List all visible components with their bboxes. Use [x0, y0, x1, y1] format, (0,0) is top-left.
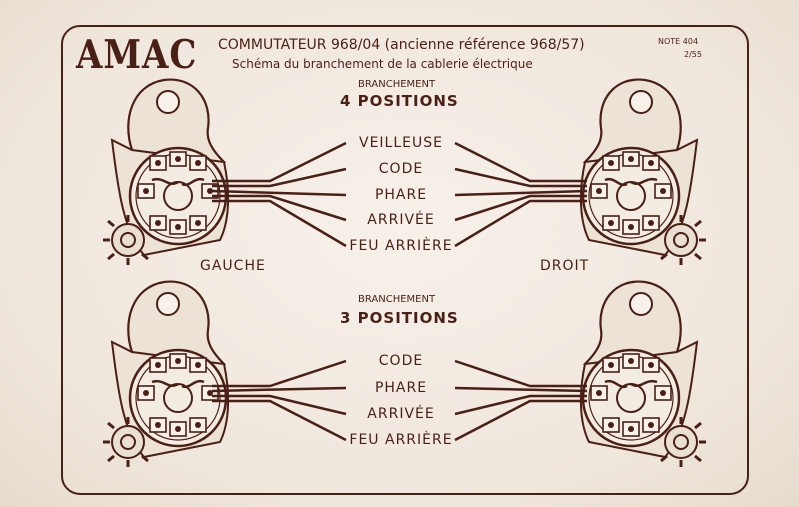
label-top-3: ARRIVÉE: [367, 212, 435, 228]
diagram-title: COMMUTATEUR 968/04 (ancienne référence 9…: [218, 37, 585, 53]
side-label-left: GAUCHE: [200, 258, 266, 274]
bottom-heading: 3 POSITIONS: [340, 309, 459, 327]
side-label-right: DROIT: [540, 258, 590, 274]
top-caption: BRANCHEMENT: [358, 79, 436, 90]
label-bottom-1: PHARE: [374, 380, 428, 396]
switch-top-left: [101, 78, 230, 267]
brand-logo: AMAC: [76, 32, 198, 79]
label-top-2: PHARE: [374, 187, 428, 203]
switch-bottom-left: [101, 280, 230, 469]
label-top-1: CODE: [378, 161, 424, 177]
switch-top-right: [579, 78, 708, 267]
label-bottom-2: ARRIVÉE: [367, 406, 435, 422]
wires-bottom: [211, 359, 588, 442]
wires-top: [211, 141, 588, 248]
note-date: 2/55: [684, 50, 702, 59]
top-heading: 4 POSITIONS: [340, 92, 459, 110]
note-number: NOTE 404: [658, 37, 699, 46]
label-bottom-0: CODE: [378, 353, 424, 369]
label-bottom-3: FEU ARRIÈRE: [349, 432, 453, 448]
label-top-0: VEILLEUSE: [359, 135, 443, 151]
bottom-caption: BRANCHEMENT: [358, 294, 436, 305]
switch-bottom-right: [579, 280, 708, 469]
diagram-subtitle: Schéma du branchement de la cablerie éle…: [232, 57, 533, 71]
label-top-4: FEU ARRIÈRE: [349, 238, 453, 254]
